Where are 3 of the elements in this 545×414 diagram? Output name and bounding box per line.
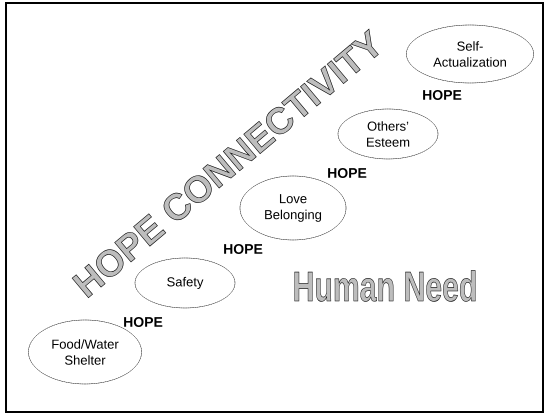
hope-label: HOPE bbox=[423, 90, 462, 100]
hope-label: HOPE bbox=[224, 244, 262, 254]
hope-label: HOPE bbox=[124, 317, 162, 327]
